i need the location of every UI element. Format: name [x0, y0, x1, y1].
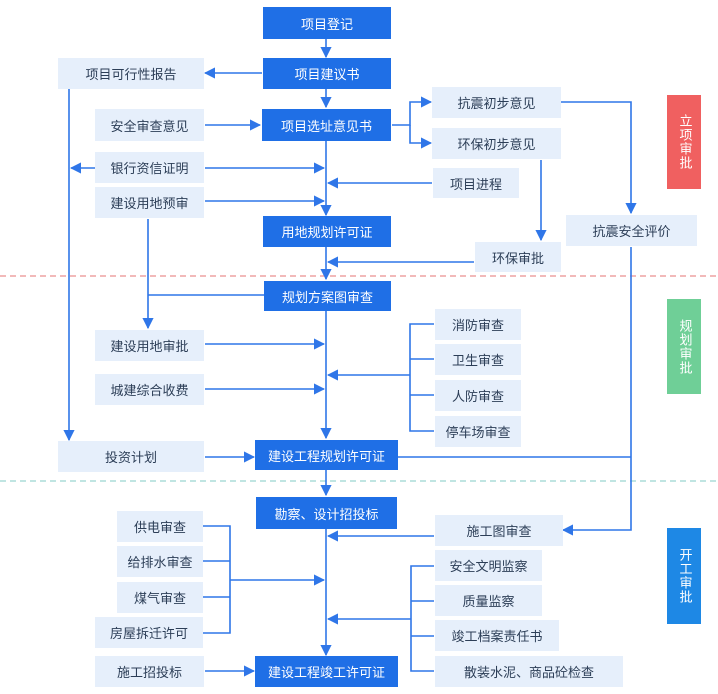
node-renfang: 人防审查	[435, 380, 521, 411]
node-meiqi: 煤气审查	[117, 582, 203, 613]
node-zhiliangjiancha: 质量监察	[435, 585, 542, 616]
node-touzijihua: 投资计划	[58, 441, 204, 472]
node-kancha: 勘察、设计招投标	[256, 497, 397, 529]
node-yinhangzixin: 银行资信证明	[95, 152, 204, 183]
stage-label-guihua: 规划审批	[667, 299, 701, 394]
stage-label-kaigong: 开工审批	[667, 528, 701, 624]
node-gongdian: 供电审查	[117, 511, 203, 542]
stage-label-lixiang: 立项审批	[667, 95, 701, 189]
node-tingche: 停车场审查	[435, 416, 521, 447]
node-kangzhenchubu: 抗震初步意见	[432, 87, 561, 118]
node-shigongtu: 施工图审查	[435, 515, 563, 546]
node-yongdiguihua: 用地规划许可证	[263, 216, 391, 247]
node-guihuafangan: 规划方案图审查	[264, 281, 391, 311]
node-fangwuchaiqian: 房屋拆迁许可	[95, 617, 203, 648]
node-jianshegongchengguihua: 建设工程规划许可证	[255, 440, 398, 470]
node-xiangmudengji: 项目登记	[263, 7, 391, 39]
node-xiangmujianyishu: 项目建议书	[263, 58, 391, 89]
node-sanzhuang: 散装水泥、商品砼检查	[435, 656, 623, 687]
node-xiangmujincheng: 项目进程	[433, 168, 519, 198]
node-shigongzhaotoubiao: 施工招投标	[95, 656, 204, 687]
node-anquanwenming: 安全文明监察	[435, 550, 542, 581]
node-chengjianshoufei: 城建综合收费	[95, 374, 204, 405]
node-xiaofang: 消防审查	[435, 309, 521, 340]
node-huanbaochubu: 环保初步意见	[432, 128, 561, 159]
node-anquanshencha: 安全审查意见	[95, 109, 204, 141]
node-kangzhenanquan: 抗震安全评价	[566, 215, 697, 246]
node-geipaishui: 给排水审查	[117, 546, 203, 577]
node-jiansheyongdiyushen: 建设用地预审	[95, 187, 204, 218]
node-jiansheyongdishenpi: 建设用地审批	[95, 330, 204, 361]
node-jungongdangan: 竣工档案责任书	[435, 620, 559, 651]
node-kexingxing: 项目可行性报告	[58, 58, 204, 89]
node-xuanzhiyijianshu: 项目选址意见书	[262, 109, 391, 141]
node-weisheng: 卫生审查	[435, 344, 521, 375]
node-huanbaoshenpi: 环保审批	[475, 242, 561, 272]
node-jungong: 建设工程竣工许可证	[255, 656, 398, 687]
